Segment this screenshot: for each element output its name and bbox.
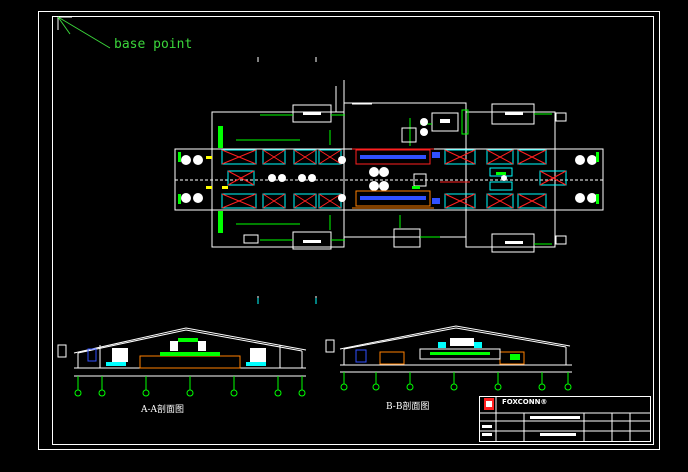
base-point-label: base point [114,37,193,52]
title-block-text-bars [482,416,580,436]
section-b-b-title: B-B剖面图 [386,402,430,412]
title-block [479,396,651,442]
company-logo-inner [486,401,492,407]
title-block-company: FOXCONN® [502,398,548,406]
section-a-a-title: A-A剖面图 [141,405,185,415]
outer-frame [38,11,660,450]
section-a-a [57,327,307,397]
section-marks-cyan [257,298,317,304]
inner-frame [52,16,654,445]
base-point-marker [57,16,111,49]
section-b-b [325,325,572,391]
floor-plan [174,80,604,253]
